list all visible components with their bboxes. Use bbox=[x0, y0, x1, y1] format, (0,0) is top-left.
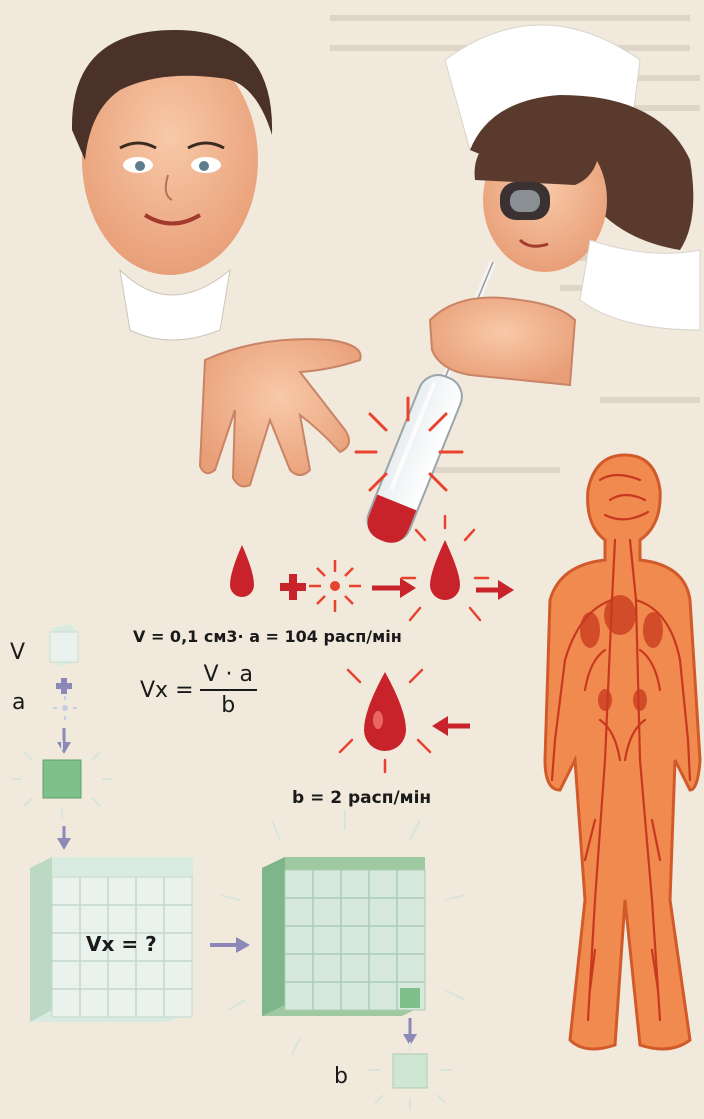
label-a: a bbox=[12, 690, 25, 715]
formula-given-values: V = 0,1 см3· a = 104 расп/мін bbox=[133, 627, 402, 646]
formula-denominator: b bbox=[221, 691, 235, 718]
arrow-down-3 bbox=[403, 1018, 417, 1046]
arrow-left bbox=[432, 716, 470, 736]
tracer-small bbox=[53, 696, 77, 720]
test-tube bbox=[361, 369, 468, 549]
sample-cube-b bbox=[368, 1042, 452, 1110]
arrow-right-2 bbox=[476, 580, 514, 600]
formula-numerator: V · a bbox=[200, 662, 258, 691]
labeled-blood-drop bbox=[402, 516, 488, 620]
arrow-right-cubes bbox=[210, 937, 250, 953]
human-body-circulation bbox=[545, 455, 700, 1049]
open-hand bbox=[200, 339, 361, 486]
arrow-down-2 bbox=[57, 826, 71, 850]
large-cube-labeled bbox=[220, 810, 465, 1055]
small-cube-v bbox=[50, 624, 78, 666]
label-v: V bbox=[10, 640, 25, 665]
label-b-rate: b = 2 расп/мін bbox=[292, 788, 431, 808]
arrow-right-1 bbox=[372, 578, 416, 598]
label-unknown-volume: Vx = ? bbox=[86, 932, 157, 956]
plus-sign-small bbox=[56, 678, 72, 694]
blood-drop-sample bbox=[340, 670, 430, 772]
formula-vx: Vx = V · a b bbox=[140, 662, 257, 718]
labeled-small-cube bbox=[12, 740, 112, 818]
boy-head bbox=[72, 30, 272, 340]
blood-drop-1 bbox=[230, 545, 254, 597]
nurse-hand-with-pipette bbox=[430, 262, 575, 390]
plus-sign-1 bbox=[280, 574, 306, 600]
radioactive-tracer-dot bbox=[309, 560, 361, 612]
formula-lhs: Vx = bbox=[140, 678, 194, 703]
label-b-sample: b bbox=[334, 1064, 348, 1089]
formula-fraction: V · a b bbox=[200, 662, 258, 718]
arrow-down-1 bbox=[57, 728, 71, 754]
